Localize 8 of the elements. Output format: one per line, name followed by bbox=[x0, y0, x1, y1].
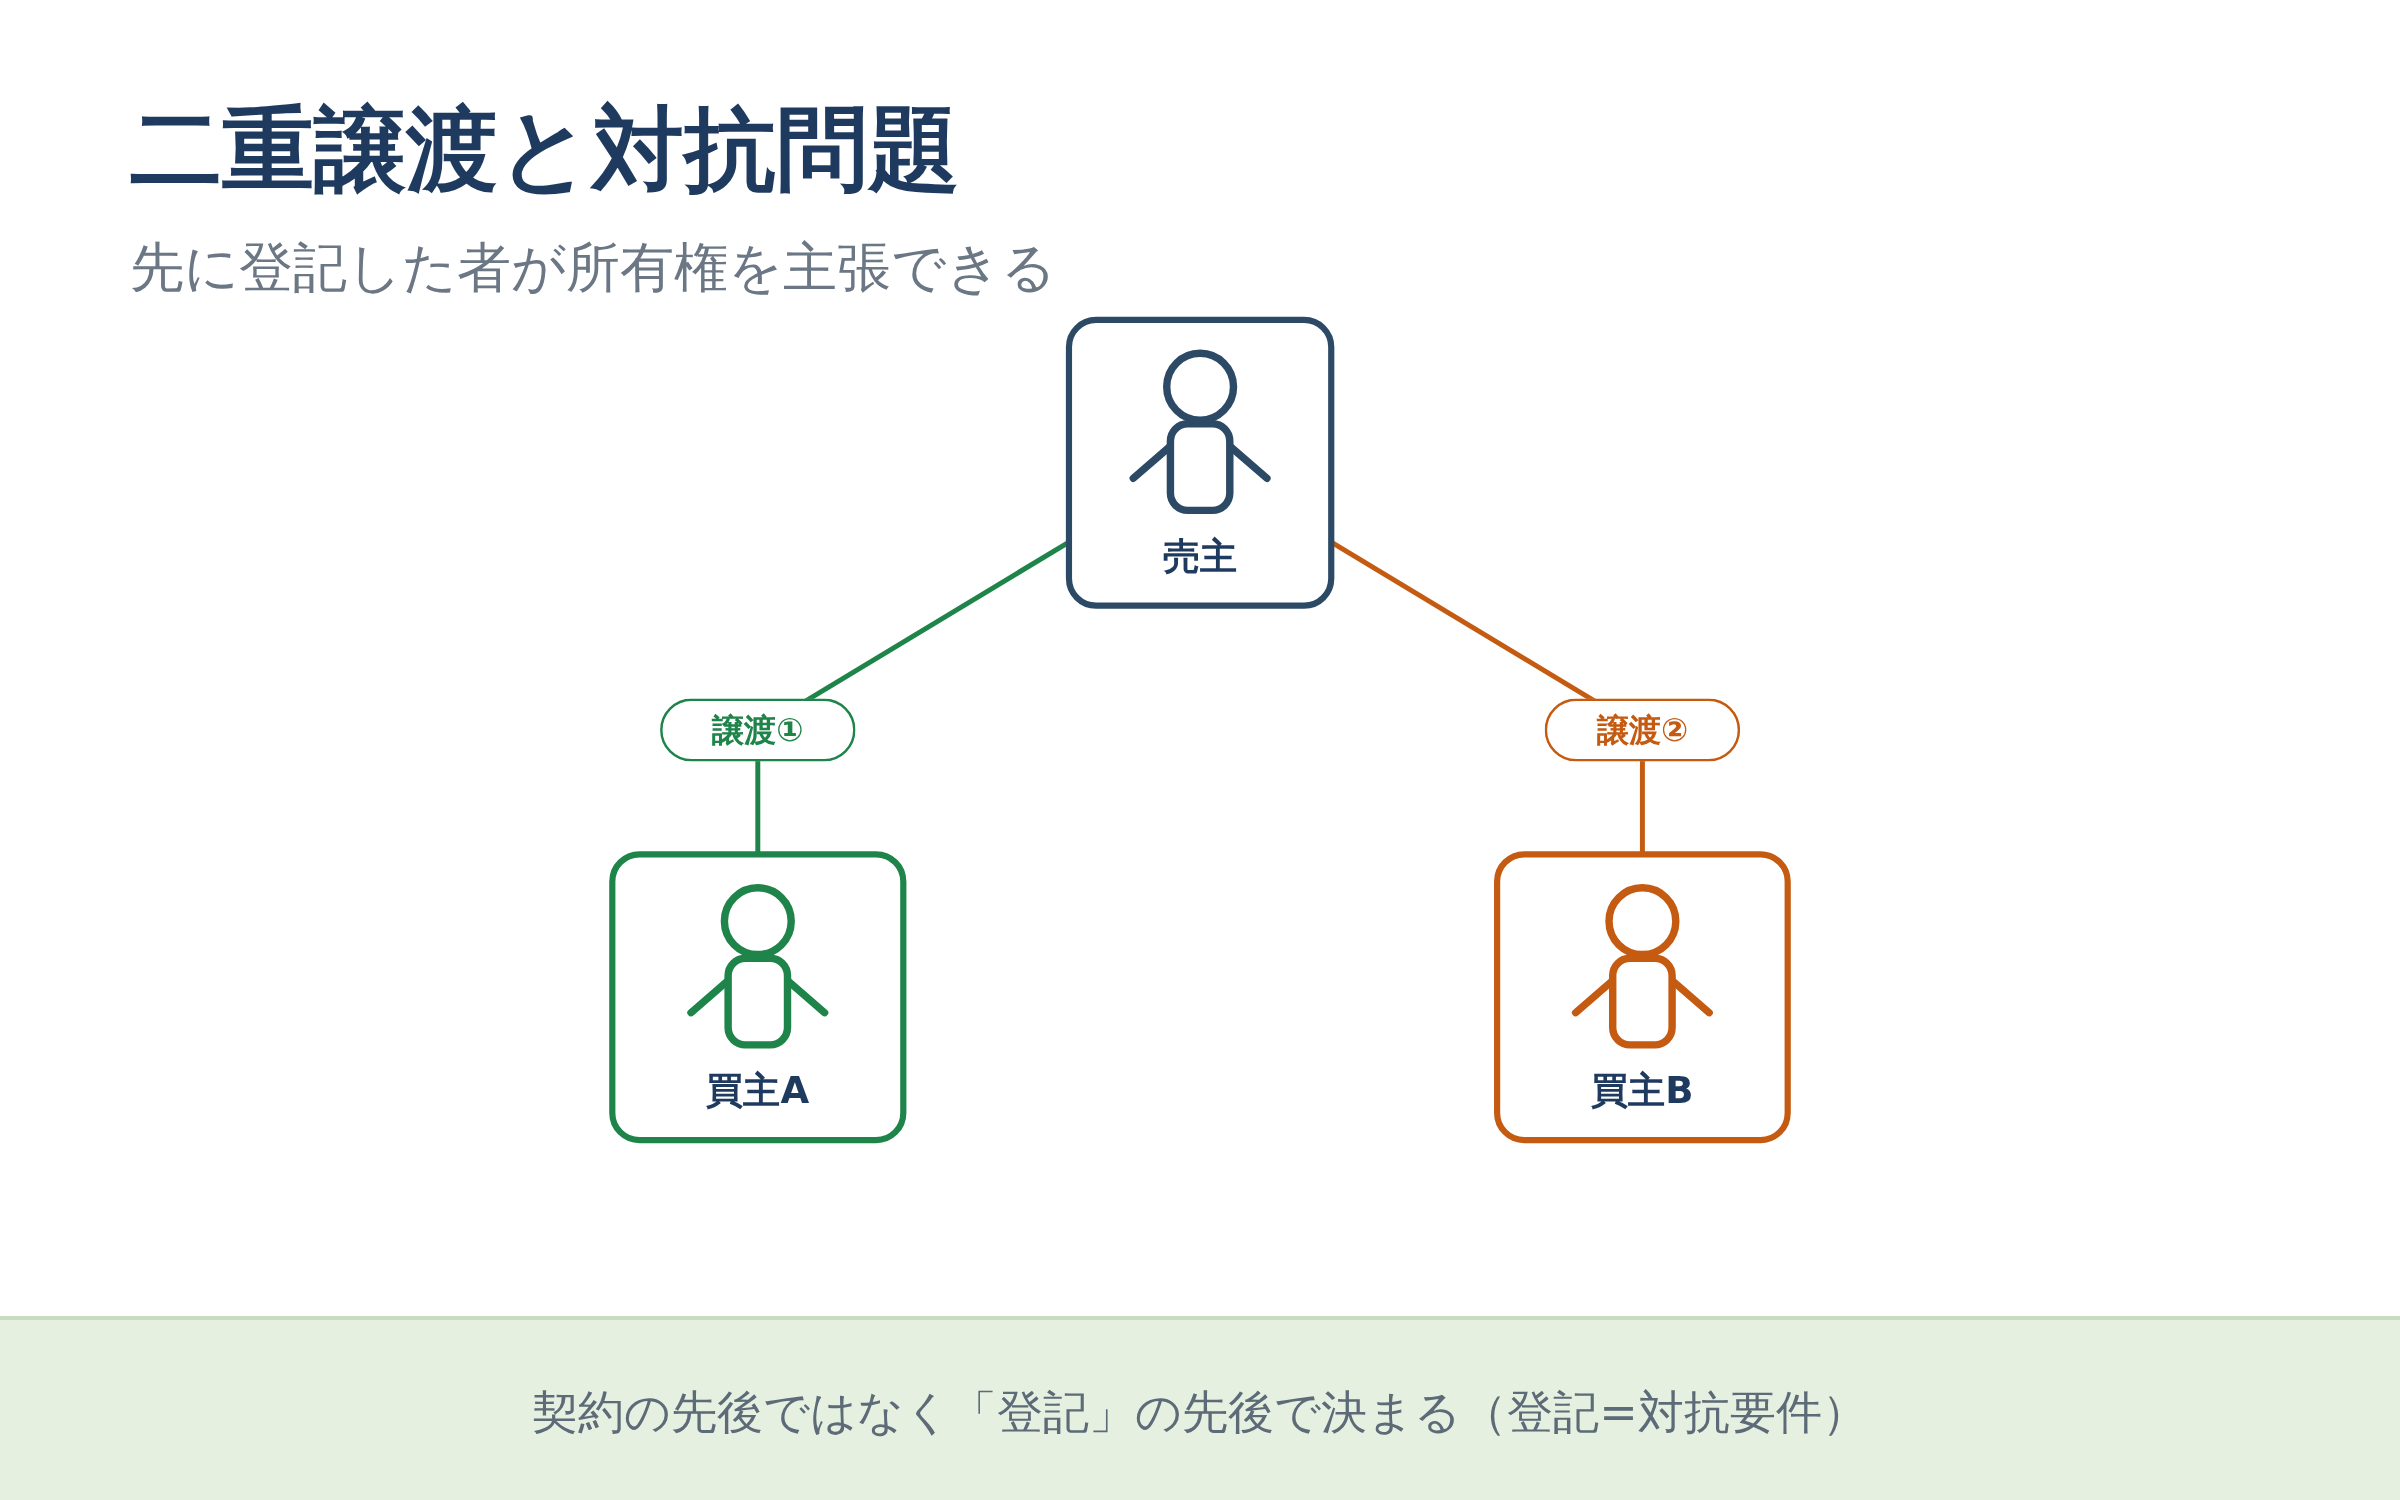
edge-label: 譲渡② bbox=[1544, 698, 1741, 762]
subtitle: 先に登記した者が所有権を主張できる bbox=[130, 235, 1056, 301]
node-box: 買主A bbox=[609, 851, 907, 1144]
edge-label: 譲渡① bbox=[660, 698, 856, 762]
title: 二重譲渡と対抗問題 bbox=[130, 95, 960, 205]
node-box: 買主B bbox=[1494, 851, 1791, 1144]
node-box: 売主 bbox=[1065, 316, 1335, 609]
caption: 契約の先後ではなく「登記」の先後で決まる（登記=対抗要件） bbox=[531, 1384, 1869, 1441]
